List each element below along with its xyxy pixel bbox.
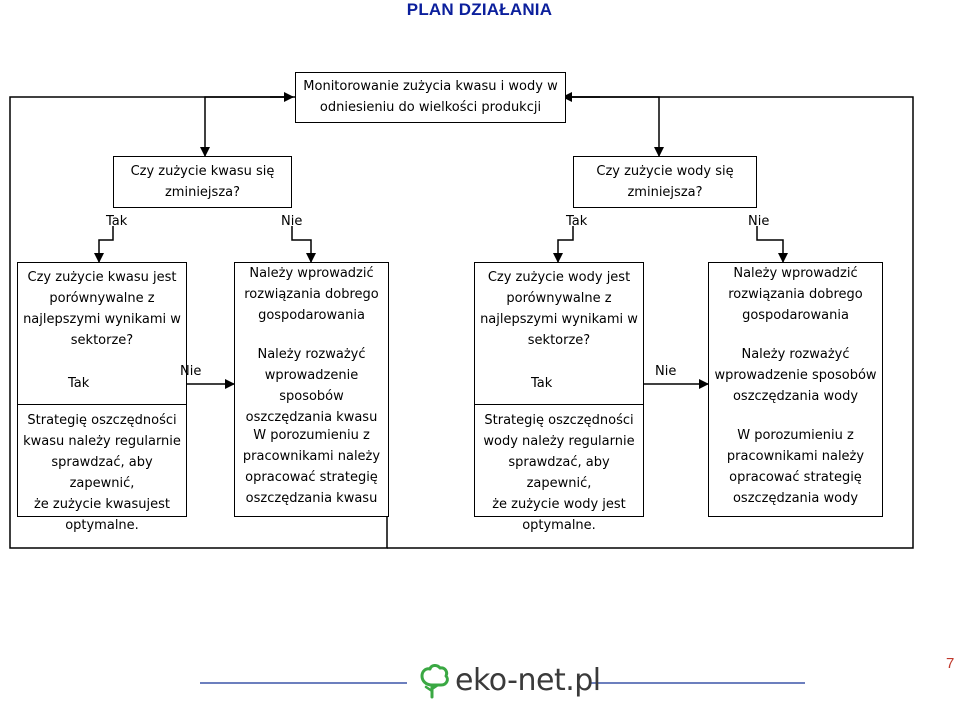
water-tak-label: Tak bbox=[566, 214, 588, 229]
water-question-text: Czy zużycie wody się zminiejsza? bbox=[596, 164, 734, 200]
acid-action-text-3: W porozumieniu z pracownikami należy opr… bbox=[242, 428, 381, 506]
acid-action-text-2: Należy rozważyć wprowadzenie sposobów os… bbox=[245, 347, 378, 425]
acid-compare-nie-label: Nie bbox=[180, 364, 202, 379]
water-nie-label: Nie bbox=[748, 214, 770, 229]
water-compare-nie-label: Nie bbox=[655, 364, 677, 379]
connector-monitor-to-acid bbox=[200, 96, 295, 157]
water-action-text-2: Należy rozważyć wprowadzenie sposobów os… bbox=[714, 347, 877, 404]
acid-compare-tak-label: Tak bbox=[68, 376, 90, 391]
connector-feedback-loop bbox=[9, 96, 388, 549]
connector-acid-nie bbox=[291, 226, 316, 263]
acid-nie-label: Nie bbox=[281, 214, 303, 229]
water-strategy-text: Strategię oszczędności wody należy regul… bbox=[483, 413, 635, 533]
page-number: 7 bbox=[946, 655, 955, 672]
acid-action-box bbox=[234, 262, 389, 517]
connector-monitor-to-water bbox=[561, 96, 664, 157]
logo-text: eko-net.pl bbox=[455, 663, 601, 698]
monitor-box-text: Monitorowanie zużycia kwasu i wody w odn… bbox=[303, 79, 558, 115]
water-action-text-1: Należy wprowadzić rozwiązania dobrego go… bbox=[728, 266, 863, 323]
water-question-box bbox=[573, 156, 757, 208]
acid-question-text: Czy zużycie kwasu się zminiejsza? bbox=[130, 164, 275, 200]
acid-compare-box bbox=[17, 262, 187, 517]
page-title: PLAN DZIAŁANIA bbox=[406, 0, 553, 19]
water-action-text-3: W porozumieniu z pracownikami należy opr… bbox=[726, 428, 865, 506]
monitor-box bbox=[295, 72, 566, 123]
acid-action-text-1: Należy wprowadzić rozwiązania dobrego go… bbox=[244, 266, 379, 323]
connector-water-nie bbox=[756, 226, 788, 263]
eko-net-logo-icon bbox=[420, 664, 449, 699]
water-action-box bbox=[708, 262, 883, 517]
acid-strategy-text: Strategię oszczędności kwasu należy regu… bbox=[23, 413, 181, 533]
connector-water-tak bbox=[553, 226, 574, 263]
water-compare-tak-label: Tak bbox=[531, 376, 553, 391]
water-compare-divider bbox=[474, 404, 644, 405]
acid-compare-text: Czy zużycie kwasu jest porównywalne z na… bbox=[23, 270, 181, 348]
acid-tak-label: Tak bbox=[106, 214, 128, 229]
water-compare-text: Czy zużycie wody jest porównywalne z naj… bbox=[480, 270, 638, 348]
water-compare-box bbox=[474, 262, 644, 517]
connector-acid-tak bbox=[94, 226, 114, 263]
acid-compare-divider bbox=[17, 404, 187, 405]
acid-question-box bbox=[113, 156, 292, 208]
